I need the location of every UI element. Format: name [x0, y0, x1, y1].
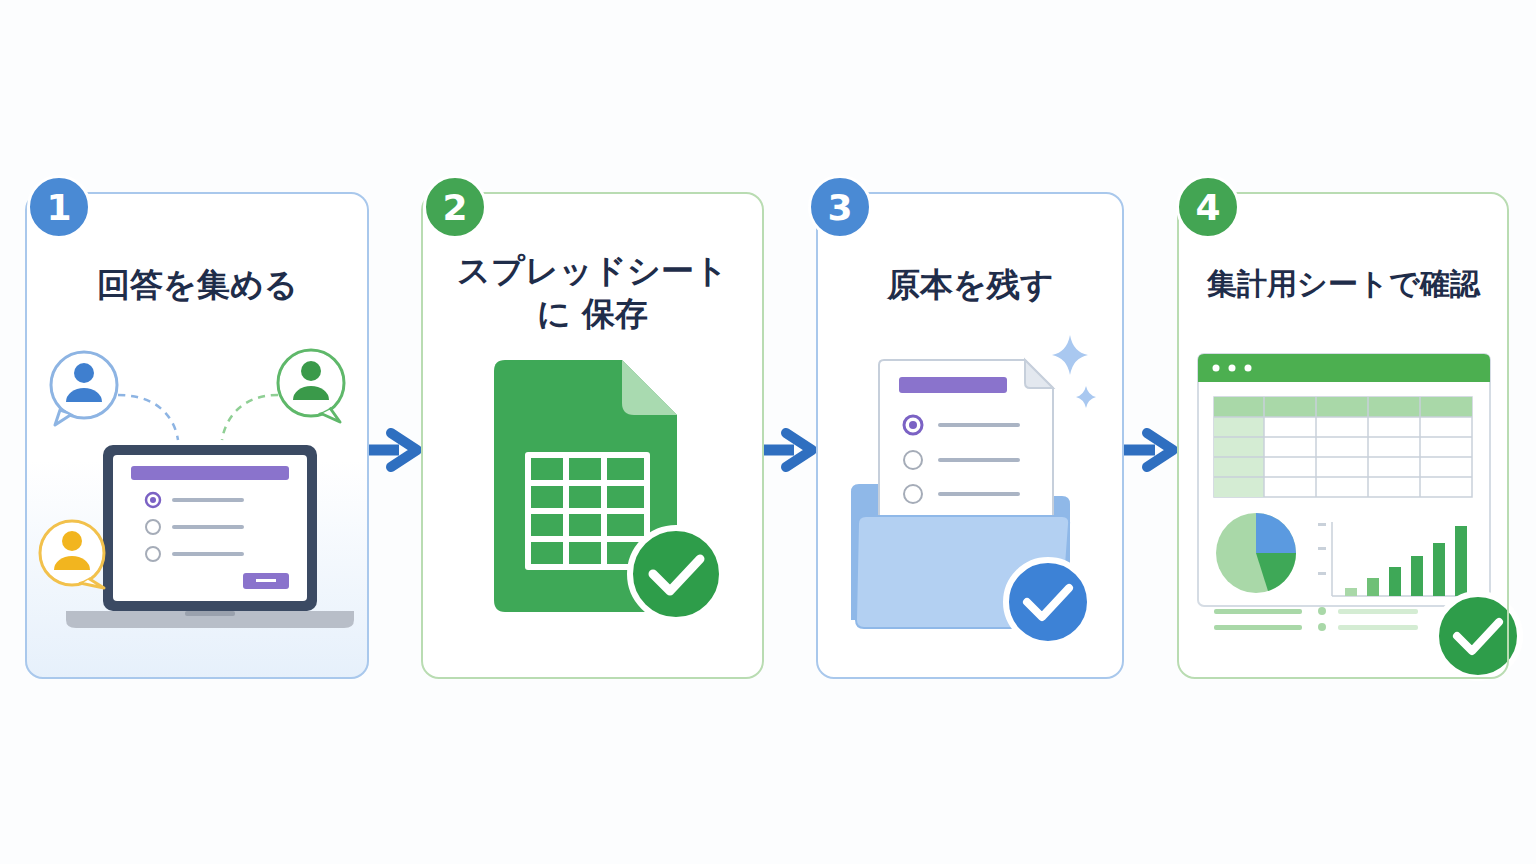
- arrow-shaft: [1124, 445, 1155, 456]
- panel-ground: [25, 192, 369, 679]
- step-number-badge: 4: [1176, 175, 1240, 239]
- arrow-shaft: [369, 445, 399, 456]
- step-title: 原本を残す: [825, 264, 1115, 307]
- arrow-head: [1147, 433, 1173, 467]
- step-panel: 回答を集める1: [25, 192, 369, 679]
- arrow-shaft: [764, 445, 794, 456]
- step-title: スプレッドシートに 保存: [447, 250, 739, 336]
- step-number-badge: 2: [423, 175, 487, 239]
- arrow-head: [391, 433, 417, 467]
- step-number-badge: 3: [808, 175, 872, 239]
- step-number: 1: [46, 187, 71, 228]
- survey-illustration: [40, 350, 354, 628]
- arrow-head: [786, 433, 812, 467]
- step-number: 4: [1195, 187, 1220, 228]
- step-number: 3: [827, 187, 852, 228]
- flow-arrow: [369, 433, 417, 467]
- flow-arrow: [764, 433, 812, 467]
- step-title: 集計用シートで確認: [1183, 264, 1503, 303]
- step-panel: スプレッドシートに 保存2: [421, 192, 764, 679]
- step-panel: 原本を残す3: [816, 192, 1124, 679]
- report-sheet: [1198, 354, 1520, 678]
- step-number-badge: 1: [27, 175, 91, 239]
- flow-arrow: [1124, 433, 1173, 467]
- spreadsheet-icon: [494, 360, 722, 620]
- step-panel: 集計用シートで確認4: [1177, 192, 1509, 679]
- step-number: 2: [442, 187, 467, 228]
- archive-folder: [851, 335, 1096, 644]
- step-title: 回答を集める: [37, 264, 357, 307]
- panel-ground: [421, 192, 764, 679]
- panel-ground: [816, 192, 1124, 679]
